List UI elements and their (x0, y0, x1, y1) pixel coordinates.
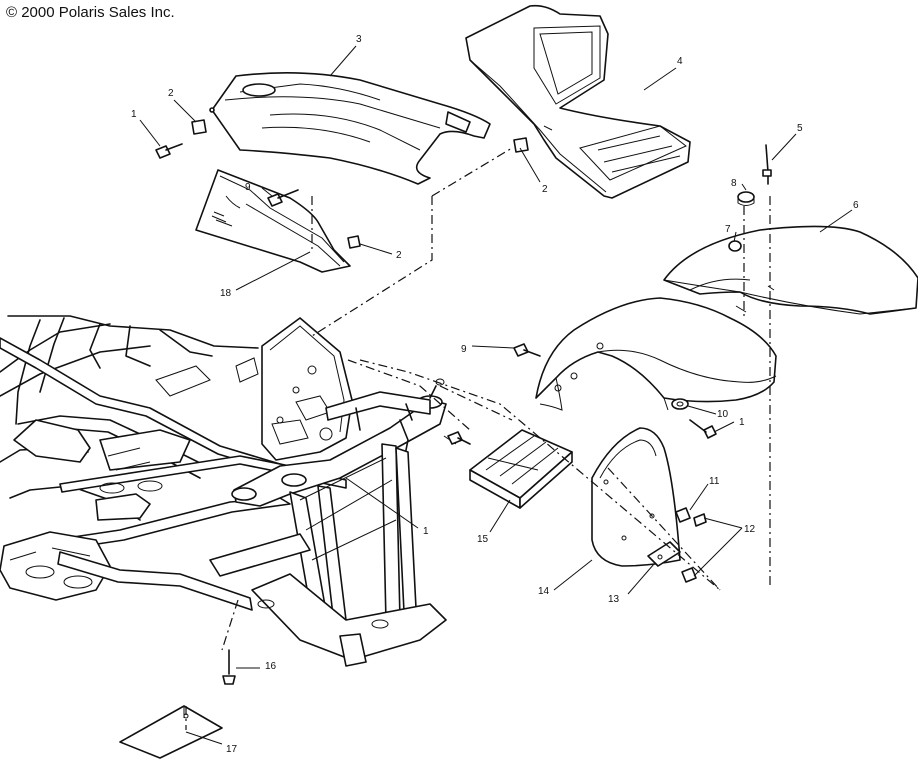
callout-14: 14 (538, 586, 550, 597)
callout-5: 5 (797, 123, 803, 134)
assembly-lines (185, 147, 771, 730)
callout-1-top: 1 (131, 109, 137, 120)
callout-11: 11 (709, 476, 720, 487)
callout-16: 16 (265, 661, 277, 672)
callout-2-lower: 2 (396, 250, 402, 261)
callout-labels: 1 2 3 4 5 6 7 8 9 2 2 18 9 10 1 11 12 15… (131, 34, 859, 755)
callout-12: 12 (744, 524, 756, 535)
part-frame (0, 315, 457, 667)
copyright-notice: © 2000 Polaris Sales Inc. (6, 4, 175, 21)
callout-10: 10 (717, 409, 729, 420)
callout-1-right: 1 (739, 417, 745, 428)
leader-lines (139, 45, 853, 745)
part-lower-grille (195, 169, 351, 273)
callout-4: 4 (677, 56, 683, 67)
callout-18: 18 (220, 288, 232, 299)
callout-7: 7 (725, 224, 731, 235)
part-fasteners-top-right (737, 144, 772, 206)
callout-3: 3 (356, 34, 362, 45)
part-bracket (647, 541, 681, 567)
callout-1-center: 1 (423, 526, 429, 537)
callout-2-right: 2 (542, 184, 548, 195)
part-rear-console (465, 4, 691, 199)
callout-13: 13 (608, 594, 620, 605)
part-rear-fender-right (663, 225, 918, 315)
part-front-panel (209, 72, 491, 185)
callout-15: 15 (477, 534, 489, 545)
fasteners (155, 119, 717, 583)
part-rear-fender-left (535, 297, 777, 411)
part-footrest (469, 429, 573, 509)
callout-2-top: 2 (168, 88, 174, 99)
callout-9-top: 9 (245, 182, 251, 193)
callout-6: 6 (853, 200, 859, 211)
part-skid-strip (119, 649, 236, 759)
part-mud-flap (591, 427, 681, 567)
callout-9-lower: 9 (461, 344, 467, 355)
callout-17: 17 (226, 744, 238, 755)
callout-8: 8 (731, 178, 737, 189)
